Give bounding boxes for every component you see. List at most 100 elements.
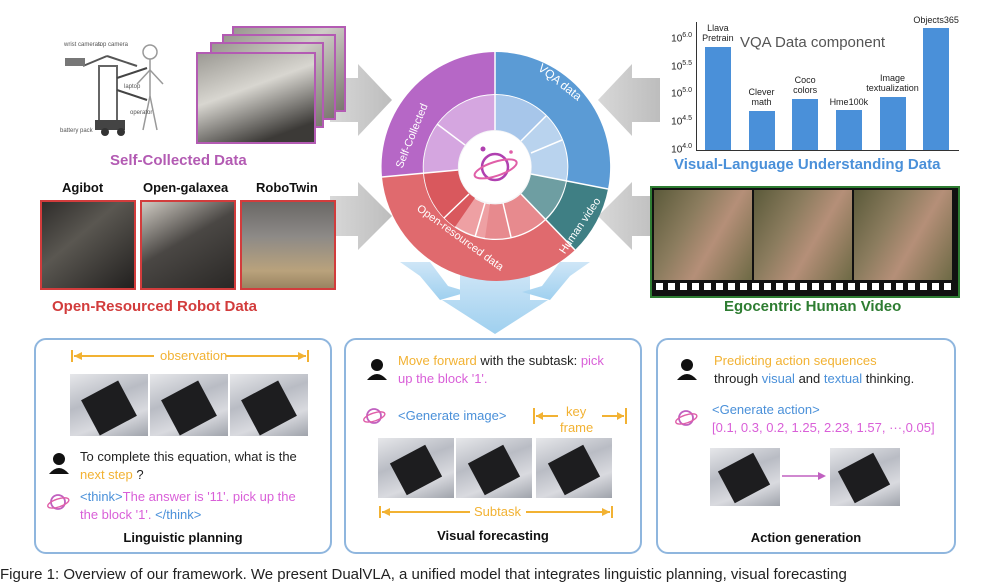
wheel-self-outer: [381, 52, 495, 177]
generate-image-tag: <Generate image>: [398, 408, 507, 423]
film-hole: [788, 283, 795, 290]
action-arrow-icon: [782, 472, 826, 480]
ytick-2: 105.0: [671, 87, 692, 100]
film-hole: [812, 283, 819, 290]
think-open-tag: <think>: [80, 489, 123, 504]
film-hole: [716, 283, 723, 290]
frame-label: frame: [560, 420, 594, 435]
film-hole: [764, 283, 771, 290]
observation-label: observation: [160, 348, 228, 363]
forecast-frame-2: [456, 438, 532, 498]
label-operator: operator: [130, 110, 153, 116]
panel-title-visual: Visual forecasting: [437, 528, 549, 543]
action-thinking-text: thinking.: [862, 371, 915, 386]
film-hole: [680, 283, 687, 290]
label-wrist-cameras: wrist cameras: [64, 42, 102, 48]
action-textual-text: textual: [823, 371, 863, 386]
film-hole: [776, 283, 783, 290]
section-self-collected: Self-Collected Data: [110, 152, 247, 169]
film-hole: [896, 283, 903, 290]
bar-label-3: Hme100k: [829, 96, 869, 107]
arrow-down-right: [522, 262, 590, 300]
film-hole: [752, 283, 759, 290]
arrow-down-left: [400, 262, 468, 300]
figure-caption: Figure 1: Overview of our framework. We …: [0, 566, 847, 583]
film-hole: [656, 283, 663, 290]
subtask-label: Subtask: [474, 504, 521, 519]
linguistic-question-end: ?: [132, 467, 144, 482]
observation-arrow: [71, 350, 309, 362]
label-laptop: laptop: [124, 84, 141, 90]
section-vlu: Visual-Language Understanding Data: [674, 156, 941, 173]
action-through-text: through: [714, 371, 762, 386]
arrow-down-center: [442, 270, 548, 334]
think-close-tag: </think>: [155, 507, 202, 522]
bar-label-5: Objects365: [913, 14, 959, 25]
action-visual-text: visual: [761, 371, 795, 386]
arrow-left-bottom: [330, 182, 392, 250]
observation-frame-3: [230, 374, 308, 436]
action-instruction: Predicting action sequences through visu…: [714, 352, 950, 388]
film-hole: [668, 283, 675, 290]
wheel-vqa-outer: [495, 51, 611, 189]
key-frame-arrow: [533, 408, 627, 424]
film-hole: [944, 283, 951, 290]
ego-frame-1: [654, 190, 752, 280]
film-hole: [848, 283, 855, 290]
bar-4: [879, 97, 906, 150]
robotwin-photo: [240, 200, 336, 290]
robot-schematic: [65, 44, 164, 136]
user-icon: [49, 453, 69, 474]
action-frame-after: [830, 448, 900, 506]
generate-action-tag: <Generate action>: [712, 402, 820, 417]
dataset-open-galaxea: Open-galaxea: [143, 180, 229, 195]
bar-5: [923, 27, 950, 150]
ytick-4: 106.0: [671, 31, 692, 45]
panel-title-linguistic: Linguistic planning: [123, 530, 243, 545]
section-open-resourced: Open-Resourced Robot Data: [52, 298, 258, 315]
ego-frame-2: [754, 190, 852, 280]
observation-frame-2: [150, 374, 228, 436]
linguistic-question: To complete this equation, what is the n…: [80, 448, 320, 484]
forecast-frame-3: [536, 438, 612, 498]
action-and-text: and: [794, 371, 824, 386]
linguistic-answer-text: The answer is '11'. pick up the: [122, 489, 296, 504]
bar-0: [704, 47, 731, 150]
ytick-0: 104.0: [671, 143, 692, 156]
user-icon-2: [367, 359, 387, 380]
linguistic-answer-text-2: the block '1'.: [80, 507, 156, 522]
subtask-arrow: [379, 506, 613, 518]
bar-1: [748, 111, 775, 150]
linguistic-question-text: To complete this equation, what is the: [80, 449, 297, 464]
vqa-chart: [696, 22, 959, 151]
open-galaxea-photo: [140, 200, 236, 290]
self-frame-front: [196, 52, 316, 144]
dataset-robotwin: RoboTwin: [256, 180, 318, 195]
linguistic-answer: <think>The answer is '11'. pick up the t…: [80, 488, 320, 524]
forecast-frame-1: [378, 438, 454, 498]
film-hole: [740, 283, 747, 290]
dataset-agibot: Agibot: [62, 180, 104, 195]
visual-pick-text: pick: [580, 353, 604, 368]
user-icon-3: [677, 359, 697, 380]
film-hole: [728, 283, 735, 290]
ytick-1: 104.5: [671, 115, 692, 128]
action-frame-before: [710, 448, 780, 506]
film-hole: [800, 283, 807, 290]
film-hole: [824, 283, 831, 290]
flow-arrows: [330, 64, 660, 334]
ego-frame-3: [854, 190, 952, 280]
film-hole: [872, 283, 879, 290]
panel-linguistic-planning: observation To complete this equation, w…: [34, 338, 332, 554]
film-hole: [932, 283, 939, 290]
data-wheel: [381, 51, 611, 281]
panel-visual-forecasting: Move forward with the subtask: pick up t…: [344, 338, 642, 554]
section-ego: Egocentric Human Video: [724, 298, 902, 315]
film-hole: [860, 283, 867, 290]
film-hole: [704, 283, 711, 290]
model-planet-icon: [47, 494, 70, 510]
wheel-human-outer: [546, 181, 608, 250]
visual-instruction: Move forward with the subtask: pick up t…: [398, 352, 634, 388]
